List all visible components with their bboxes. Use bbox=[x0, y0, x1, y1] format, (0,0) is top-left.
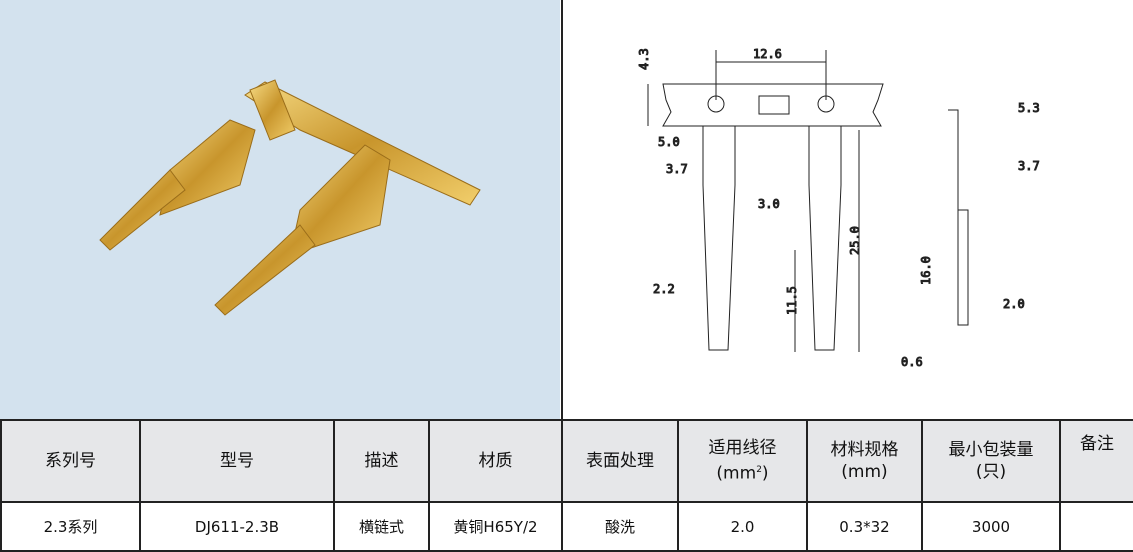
table-header-row: 系列号 型号 描述 材质 表面处理 适用线径(mm2) 材料规格(mm) 最小包… bbox=[0, 419, 1133, 503]
header-min-pack: 最小包装量(只) bbox=[921, 419, 1061, 503]
dim-3-0: 3.0 bbox=[758, 197, 780, 211]
dim-2-2: 2.2 bbox=[653, 282, 675, 296]
terminal-image bbox=[99, 79, 481, 316]
cell-description: 横链式 bbox=[333, 501, 430, 552]
dim-5-0: 5.0 bbox=[658, 135, 680, 149]
dim-2-0: 2.0 bbox=[1003, 297, 1025, 311]
table-row: 2.3系列 DJ611-2.3B 横链式 黄铜H65Y/2 酸洗 2.0 0.3… bbox=[0, 501, 1133, 552]
dim-4-3: 4.3 bbox=[637, 48, 651, 70]
dim-25-0: 25.0 bbox=[848, 226, 862, 255]
cell-surface: 酸洗 bbox=[561, 501, 679, 552]
header-model: 型号 bbox=[139, 419, 335, 503]
header-material-spec: 材料规格(mm) bbox=[806, 419, 923, 503]
dim-3-7: 3.7 bbox=[666, 162, 688, 176]
header-material: 材质 bbox=[428, 419, 563, 503]
cell-series: 2.3系列 bbox=[0, 501, 141, 552]
header-surface: 表面处理 bbox=[561, 419, 679, 503]
dim-16-0: 16.0 bbox=[919, 256, 933, 285]
dim-12-6: 12.6 bbox=[753, 47, 782, 61]
cell-remarks bbox=[1059, 501, 1133, 552]
cell-min-pack: 3000 bbox=[921, 501, 1061, 552]
header-wire-gauge: 适用线径(mm2) bbox=[677, 419, 808, 503]
header-series: 系列号 bbox=[0, 419, 141, 503]
cell-material-spec: 0.3*32 bbox=[806, 501, 923, 552]
header-description: 描述 bbox=[333, 419, 430, 503]
cell-model: DJ611-2.3B bbox=[139, 501, 335, 552]
cell-material: 黄铜H65Y/2 bbox=[428, 501, 563, 552]
spec-table: 系列号 型号 描述 材质 表面处理 适用线径(mm2) 材料规格(mm) 最小包… bbox=[0, 419, 1133, 552]
dimension-drawing: 4.3 12.6 5.0 3.7 3.0 25.0 11.5 2.2 5.3 3… bbox=[561, 0, 1133, 420]
dim-11-5: 11.5 bbox=[785, 286, 799, 315]
product-photo bbox=[0, 0, 560, 420]
dim-0-6: 0.6 bbox=[901, 355, 923, 369]
dim-5-3: 5.3 bbox=[1018, 101, 1040, 115]
dim-3-7-side: 3.7 bbox=[1018, 159, 1040, 173]
cell-wire-gauge: 2.0 bbox=[677, 501, 808, 552]
header-remarks: 备注 bbox=[1059, 419, 1133, 503]
